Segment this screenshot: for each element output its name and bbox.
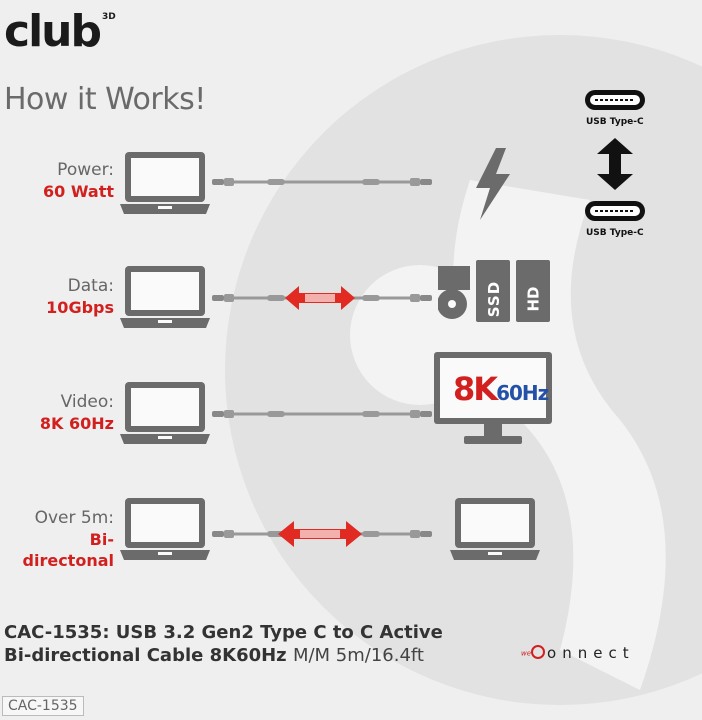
row-label-video: Video: 8K 60Hz [40, 392, 114, 434]
feature-row-power: Power: 60 Watt [0, 148, 702, 242]
laptop-icon [120, 266, 210, 328]
row-label-value: Bi-directonal [22, 530, 114, 570]
feature-row-video: Video: 8K 60Hz 8K60Hz [0, 352, 702, 474]
usb-c-cable [212, 410, 432, 418]
ssd-label: SSD [485, 280, 504, 318]
club3d-logo: club 3D [4, 10, 116, 54]
row-label-value: 60 Watt [42, 182, 114, 201]
row-label-power: Power: 60 Watt [43, 160, 114, 202]
row-label-text: Video: [60, 392, 114, 412]
sku-badge: CAC-1535 [2, 696, 84, 716]
feature-row-distance: Over 5m: Bi-directonal [0, 498, 702, 590]
lightning-bolt-icon [476, 148, 510, 220]
row-label-text: Data: [67, 276, 114, 296]
storage-drives-icon [438, 260, 550, 322]
laptop-icon [120, 382, 210, 444]
usb-c-port-icon [585, 201, 645, 221]
usb-c-port-icon [585, 90, 645, 110]
product-title: CAC-1535: USB 3.2 Gen2 Type C to C Activ… [4, 621, 443, 667]
feature-row-data: Data: 10Gbps SSD HD [0, 260, 702, 358]
bidirectional-arrow-icon [285, 286, 355, 310]
usb-c-label-top: USB Type-C [586, 117, 644, 127]
laptop-icon [120, 498, 210, 560]
monitor-icon [434, 352, 552, 444]
laptop-icon [450, 498, 540, 560]
row-label-data: Data: 10Gbps [46, 276, 114, 318]
usb-c-label-bottom: USB Type-C [586, 228, 644, 238]
we-connect-word: onnect [547, 644, 635, 662]
product-spec: M/M 5m/16.4ft [292, 645, 424, 666]
product-title-line2: Bi-directional Cable 8K60Hz M/M 5m/16.4f… [4, 644, 443, 667]
row-label-value: 10Gbps [46, 298, 114, 317]
usb-c-cable [212, 178, 432, 186]
row-label-value: 8K 60Hz [39, 414, 114, 433]
monitor-8k-graphic: 8K60Hz [453, 370, 549, 408]
hd-label: HD [524, 286, 543, 312]
laptop-icon [120, 152, 210, 214]
monitor-60hz-text: 60Hz [496, 381, 549, 405]
we-connect-prefix: we [521, 649, 532, 658]
bidirectional-arrow-icon [278, 521, 362, 547]
row-label-distance: Over 5m: Bi-directonal [0, 508, 114, 571]
product-title-line1: CAC-1535: USB 3.2 Gen2 Type C to C Activ… [4, 622, 443, 643]
page-title: How it Works! [4, 82, 206, 117]
row-label-text: Over 5m: [34, 508, 114, 528]
row-label-text: Power: [57, 160, 114, 180]
monitor-8k-text: 8K [453, 370, 498, 408]
we-connect-logo: we onnect [521, 644, 635, 662]
logo-superscript: 3D [102, 12, 116, 22]
double-arrow-icon [597, 138, 633, 190]
logo-text: club [4, 6, 102, 57]
connect-ring-icon [531, 645, 546, 659]
product-title-line2-text: Bi-directional Cable 8K60Hz [4, 645, 287, 666]
